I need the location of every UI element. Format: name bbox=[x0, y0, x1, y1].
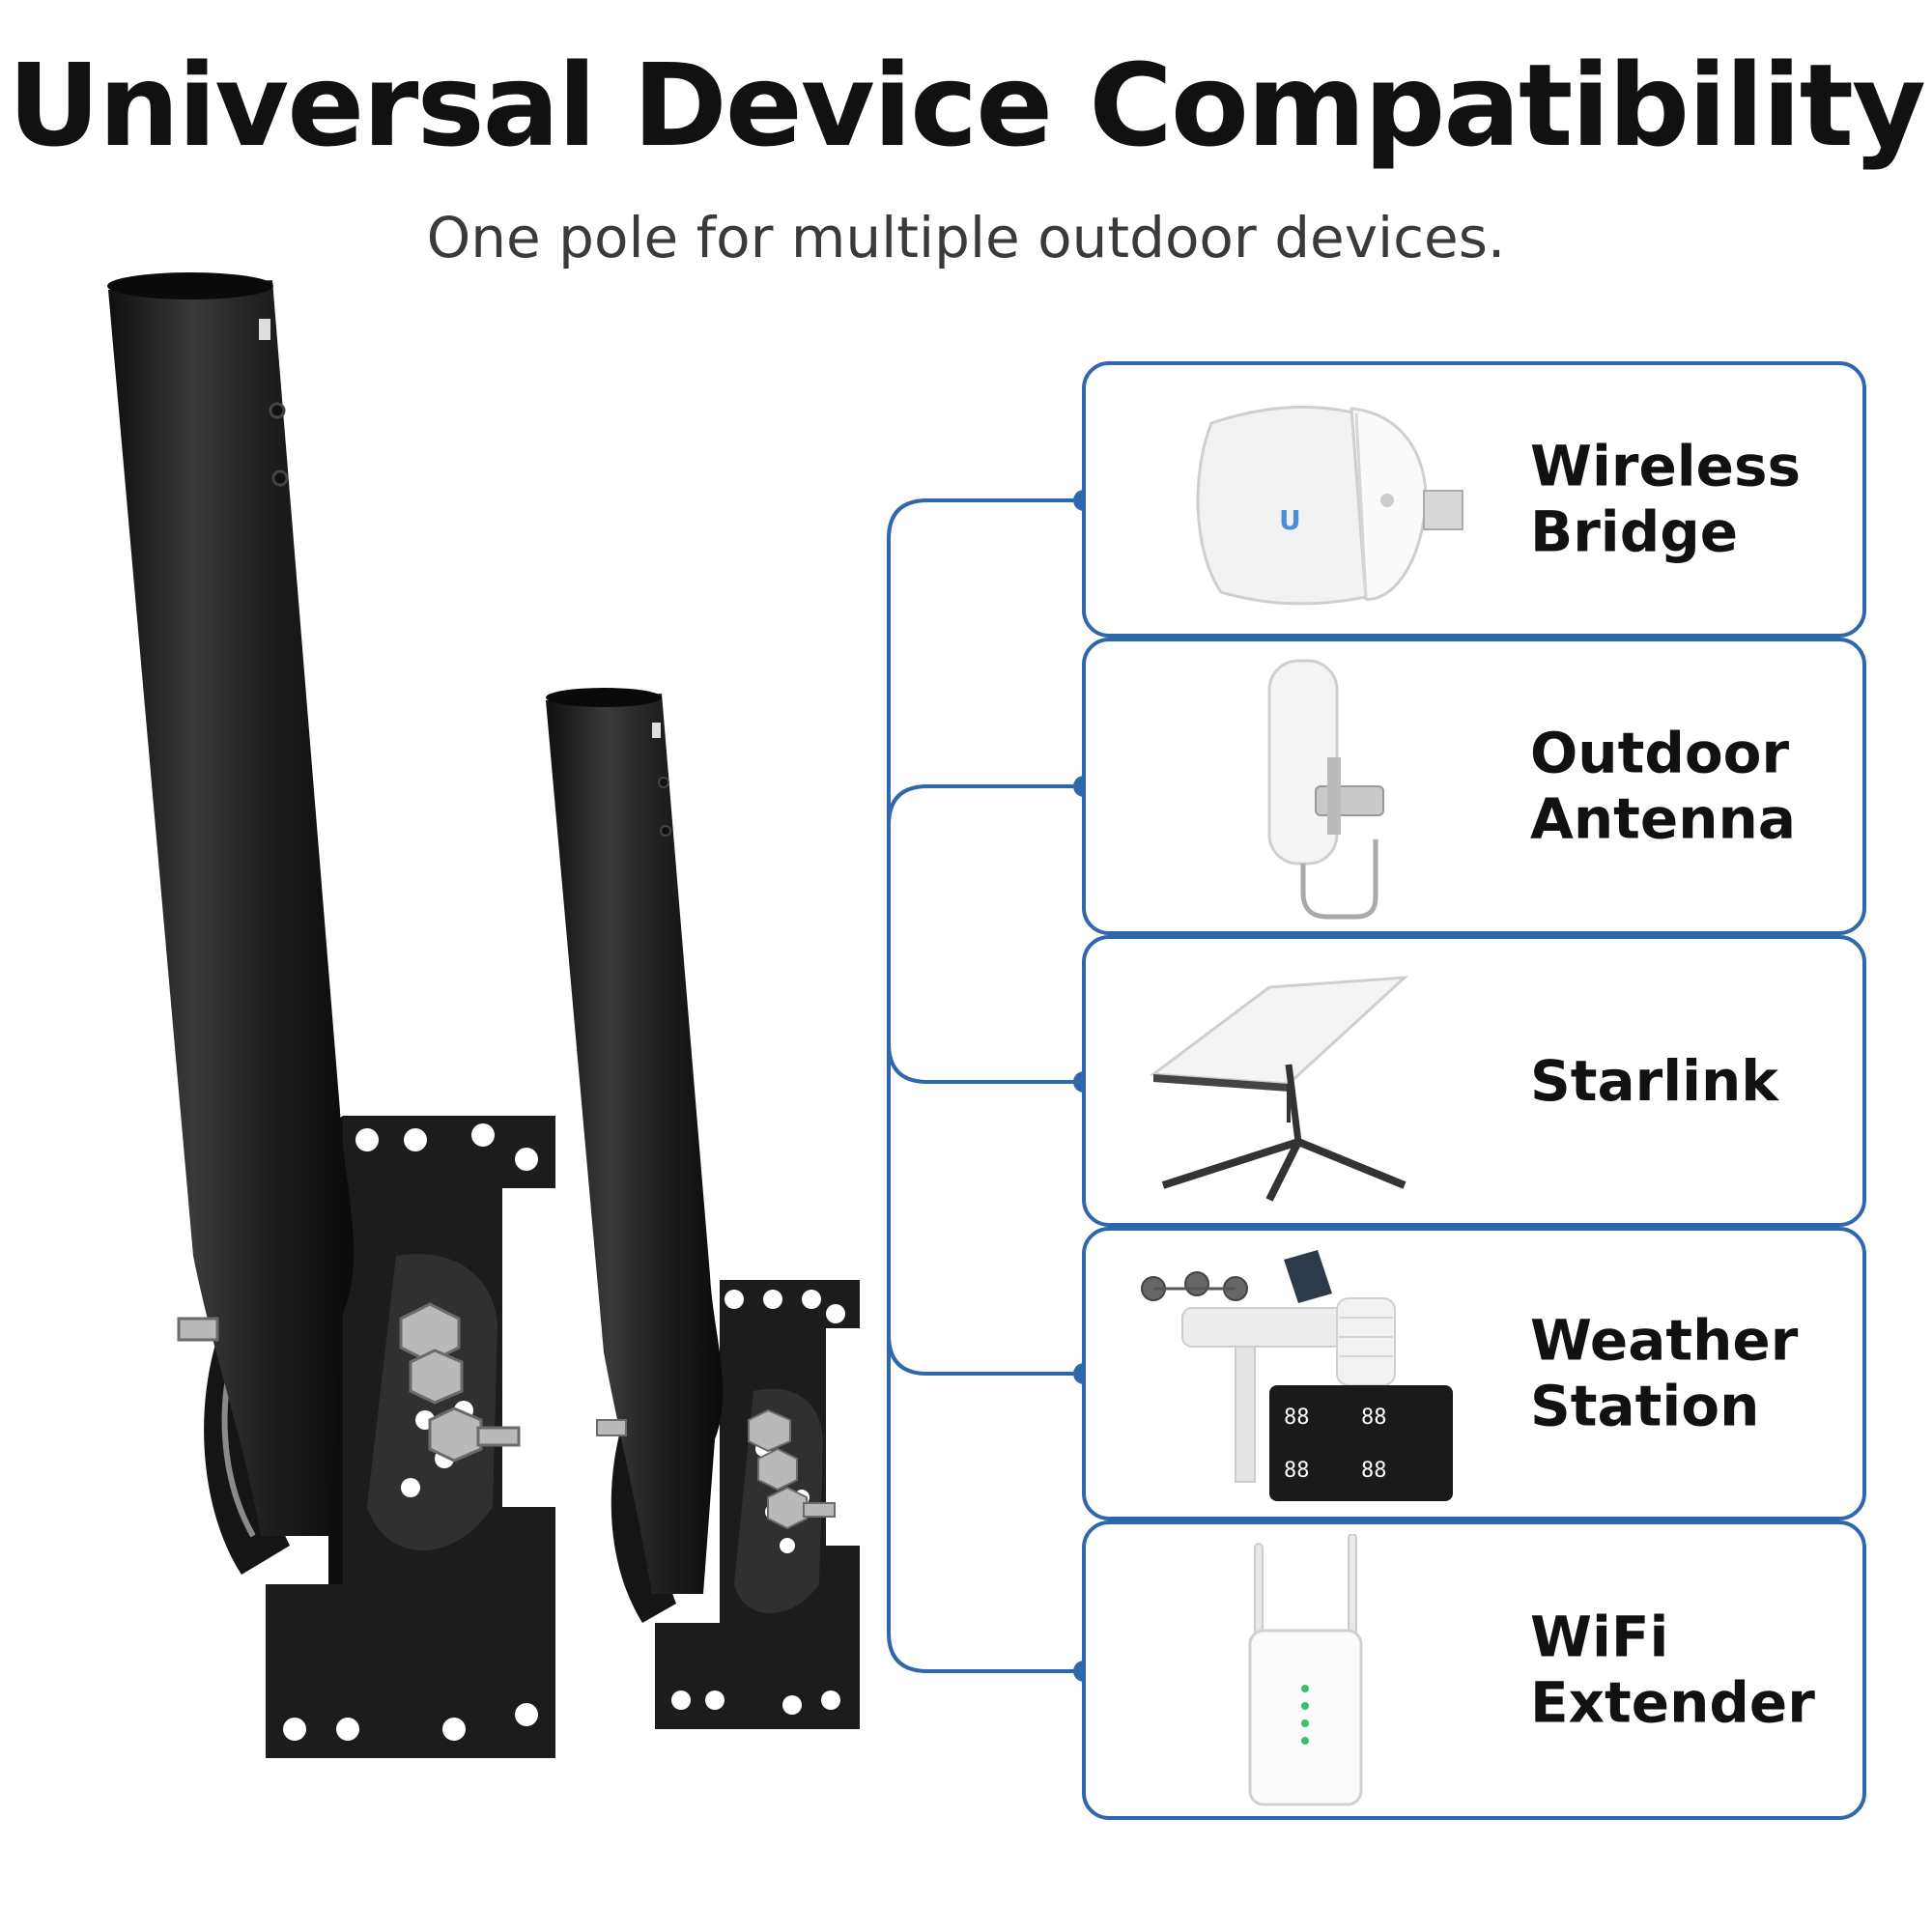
wireless-bridge-icon: U bbox=[1196, 405, 1463, 606]
starlink-dish-icon bbox=[1149, 976, 1409, 1202]
outdoor-antenna-icon bbox=[1267, 659, 1384, 920]
svg-text:88: 88 bbox=[1361, 1459, 1387, 1483]
svg-text:88: 88 bbox=[1361, 1406, 1387, 1430]
svg-text:88: 88 bbox=[1284, 1459, 1310, 1483]
svg-text:88: 88 bbox=[1284, 1406, 1310, 1430]
page-subtitle: One pole for multiple outdoor devices. bbox=[426, 205, 1506, 270]
page-title: Universal Device Compatibility bbox=[8, 39, 1926, 172]
weather-station-icon: 88 88 88 88 bbox=[1141, 1250, 1453, 1501]
pole-mount-illustration bbox=[107, 272, 860, 1758]
svg-text:U: U bbox=[1279, 504, 1301, 536]
device-label: Starlink bbox=[1530, 1047, 1778, 1114]
large-mount bbox=[107, 272, 555, 1758]
wifi-extender-icon bbox=[1248, 1534, 1363, 1806]
device-card-starlink: Starlink bbox=[1082, 935, 1866, 1227]
small-mount bbox=[546, 688, 860, 1729]
